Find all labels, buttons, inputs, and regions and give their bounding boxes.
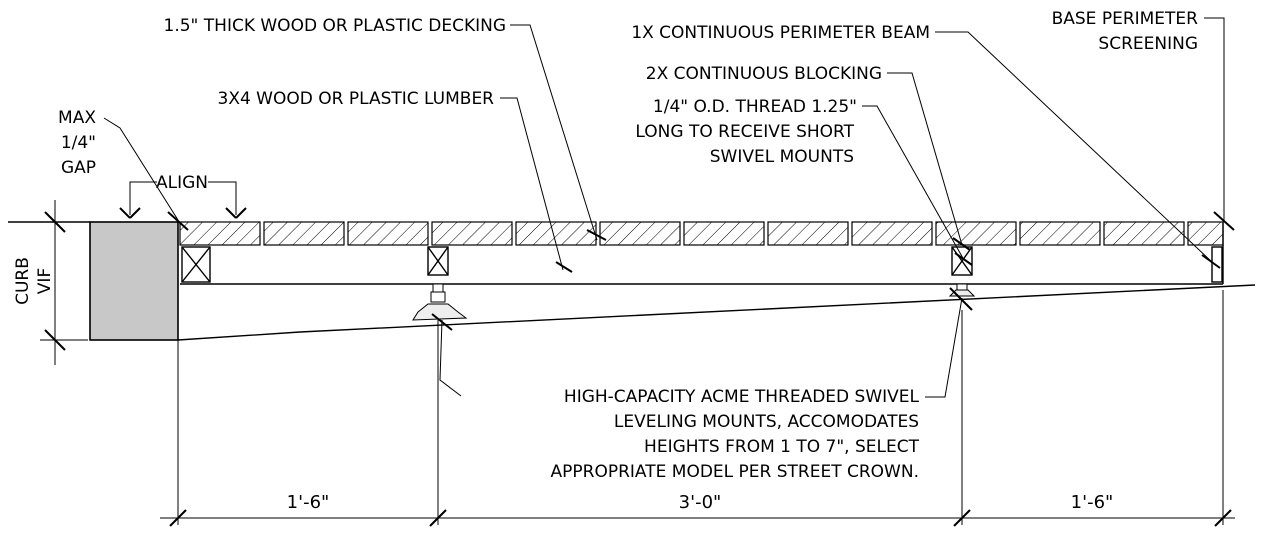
dimension-middle: 3'-0" [679,492,722,513]
thread-label-line-3: SWIVEL MOUNTS [710,147,854,167]
beam-label: 1X CONTINUOUS PERIMETER BEAM [631,23,930,43]
dimension-right: 1'-6" [1071,492,1114,513]
street-surface-line [177,284,1256,341]
span-dimensions [160,290,1235,527]
blocking-middle [427,246,449,276]
curb-dimension [40,200,88,365]
mounts-label-line-4: APPROPRIATE MODEL PER STREET CROWN. [551,462,919,482]
decking-boards [179,221,1224,246]
lumber-joist [180,222,1224,285]
gap-label-line-1: MAX [58,108,96,128]
leader-ticks [167,211,1235,331]
curb [89,221,179,341]
decking-label: 1.5" THICK WOOD OR PLASTIC DECKING [164,16,506,36]
mounts-label-line-1: HIGH-CAPACITY ACME THREADED SWIVEL [564,387,920,407]
mounts-label-line-2: LEVELING MOUNTS, ACCOMODATES [614,412,919,432]
align-label: ALIGN [156,173,208,193]
mounts-label-line-3: HEIGHTS FROM 1 TO 7", SELECT [644,437,920,457]
swivel-mount-right [948,283,976,297]
vif-label: VIF [35,268,55,294]
blocking-left [181,246,211,283]
thread-label-line-2: LONG TO RECEIVE SHORT [635,122,854,142]
gap-label-line-3: GAP [61,158,96,178]
blocking-label: 2X CONTINUOUS BLOCKING [646,64,882,84]
blocking-right [951,246,973,276]
dimension-left: 1'-6" [287,492,330,513]
curb-label: CURB [13,257,33,305]
perimeter-beam [1211,246,1223,283]
align-bracket [119,181,247,219]
screening-label-line-1: BASE PERIMETER [1052,9,1199,29]
thread-label-line-1: 1/4" O.D. THREAD 1.25" [653,97,857,117]
leader-lines [103,17,1225,398]
swivel-mount-middle [412,283,468,321]
lumber-label: 3X4 WOOD OR PLASTIC LUMBER [218,89,495,109]
gap-label-line-2: 1/4" [61,133,96,153]
screening-label-line-2: SCREENING [1098,34,1198,54]
